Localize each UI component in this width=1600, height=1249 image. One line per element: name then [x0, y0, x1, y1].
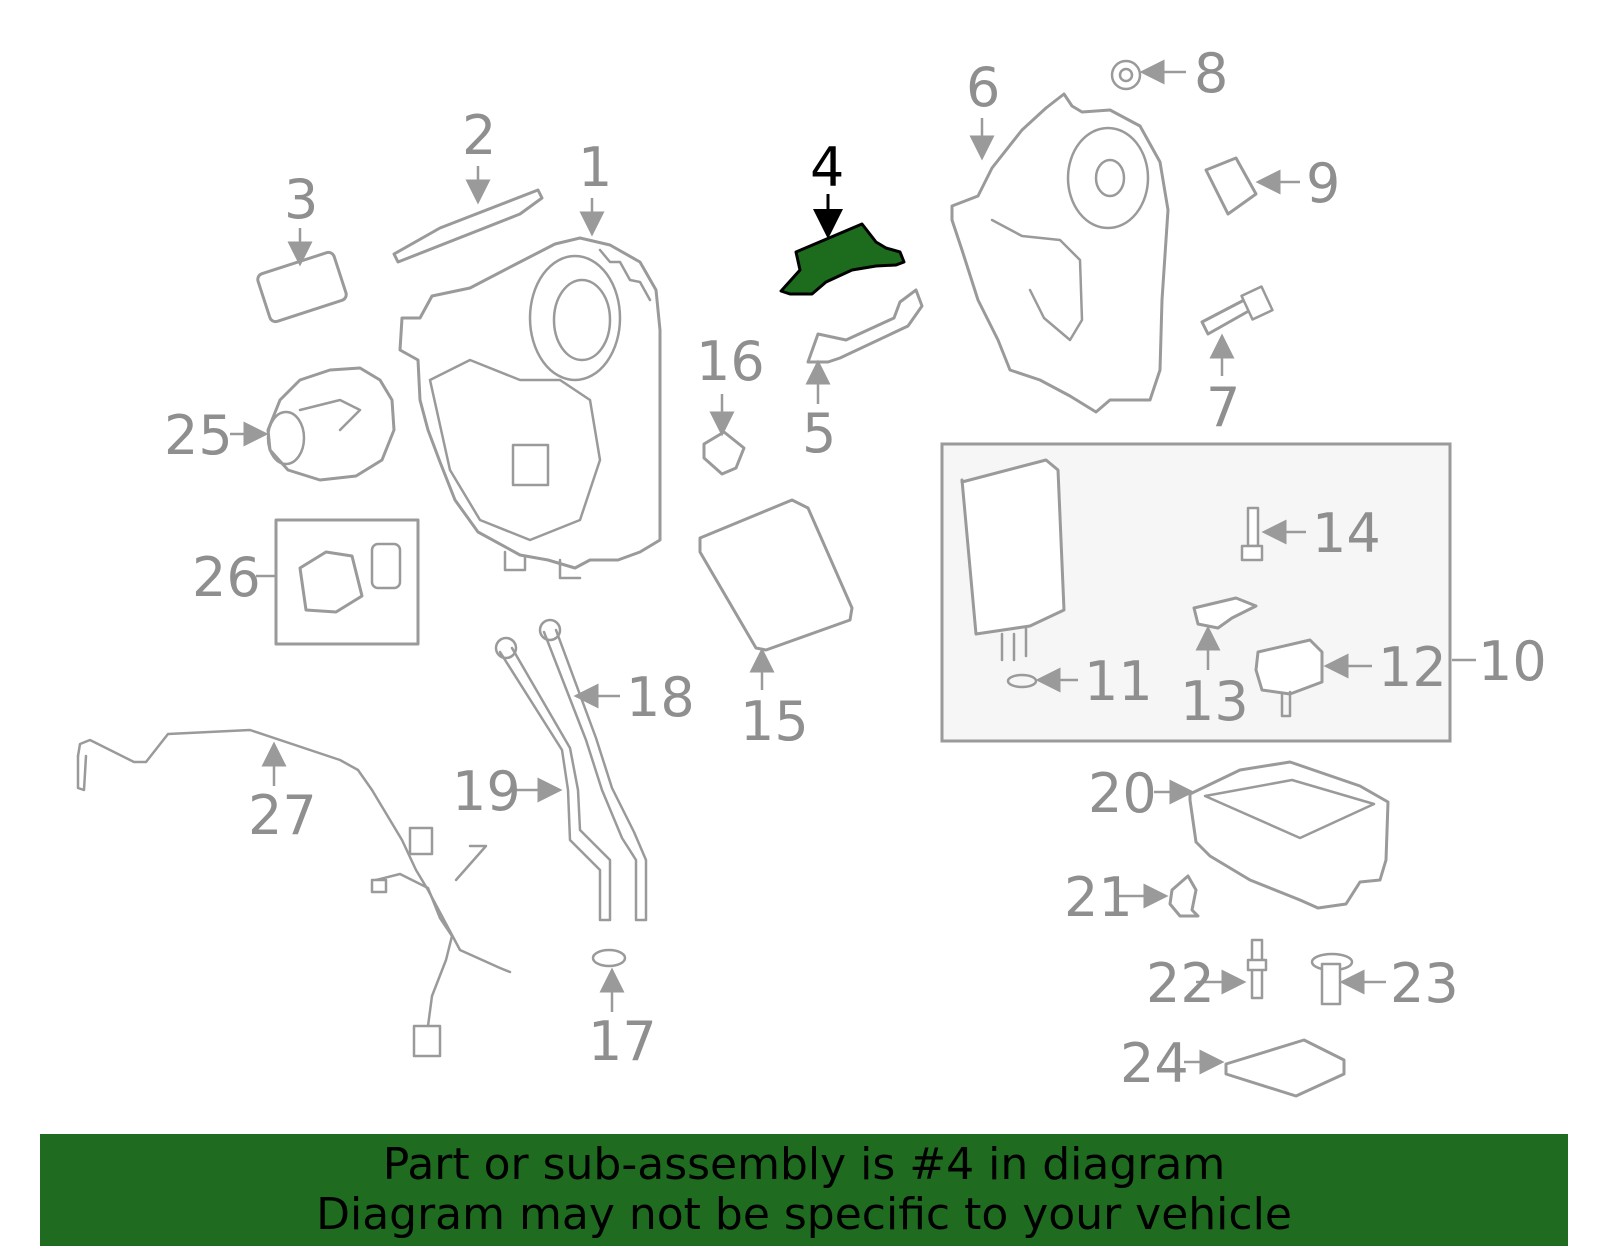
callout-12[interactable]: 12: [1378, 636, 1447, 699]
callout-25[interactable]: 25: [164, 404, 233, 467]
part-14-screw[interactable]: [1240, 506, 1264, 562]
part-20-case[interactable]: [1188, 760, 1390, 910]
part-1-housing[interactable]: [398, 236, 662, 580]
part-18-19-heater-pipes[interactable]: [494, 618, 648, 922]
part-16-cap[interactable]: [702, 430, 746, 476]
callout-20[interactable]: 20: [1088, 762, 1157, 825]
callout-21[interactable]: 21: [1064, 866, 1133, 929]
callout-26[interactable]: 26: [192, 546, 261, 609]
part-17-oring[interactable]: [591, 948, 627, 968]
callout-23[interactable]: 23: [1390, 952, 1459, 1015]
callout-27[interactable]: 27: [248, 784, 317, 847]
part-15-evaporator[interactable]: [698, 498, 854, 652]
callout-24[interactable]: 24: [1120, 1032, 1189, 1095]
part-9-clip[interactable]: [1204, 156, 1258, 216]
callout-22[interactable]: 22: [1146, 952, 1215, 1015]
part-2-filter-strip[interactable]: [392, 188, 544, 264]
callout-6[interactable]: 6: [966, 56, 1000, 119]
callout-16[interactable]: 16: [696, 330, 765, 393]
part-6-blower-housing[interactable]: [950, 92, 1170, 414]
part-8-nut[interactable]: [1110, 59, 1142, 91]
callout-18[interactable]: 18: [626, 666, 695, 729]
callout-2[interactable]: 2: [462, 104, 496, 167]
part-5-bracket[interactable]: [806, 288, 924, 364]
callout-19[interactable]: 19: [452, 760, 521, 823]
callout-9[interactable]: 9: [1306, 152, 1340, 215]
part-25-blower-motor[interactable]: [266, 366, 396, 482]
callout-15[interactable]: 15: [740, 690, 809, 753]
part-7-bolt[interactable]: [1200, 285, 1274, 336]
info-banner: Part or sub-assembly is #4 in diagram Di…: [40, 1134, 1568, 1246]
banner-line-1: Part or sub-assembly is #4 in diagram: [382, 1139, 1226, 1190]
callout-17[interactable]: 17: [588, 1010, 657, 1073]
callout-1[interactable]: 1: [578, 136, 612, 199]
part-26-resistor[interactable]: [298, 542, 402, 614]
part-22-pin[interactable]: [1246, 938, 1268, 1000]
part-21-clip[interactable]: [1168, 874, 1200, 918]
leader-lines: [230, 59, 1476, 1075]
callout-4[interactable]: 4: [810, 136, 844, 199]
part-24-pad[interactable]: [1224, 1038, 1346, 1098]
banner-line-2: Diagram may not be specific to your vehi…: [316, 1189, 1292, 1240]
part-23-bolt[interactable]: [1310, 952, 1354, 1006]
callout-10[interactable]: 10: [1478, 630, 1547, 693]
callout-14[interactable]: 14: [1312, 502, 1381, 565]
part-10-expansion-valve[interactable]: [960, 458, 1066, 636]
part-27-wiring-harness[interactable]: [76, 728, 512, 1058]
part-12-sensor[interactable]: [1254, 638, 1324, 696]
callout-8[interactable]: 8: [1194, 42, 1228, 105]
callout-11[interactable]: 11: [1084, 650, 1153, 713]
callout-13[interactable]: 13: [1180, 670, 1249, 733]
part-4-bracket-highlighted[interactable]: [779, 222, 906, 296]
part-3-seal[interactable]: [256, 250, 348, 324]
callout-7[interactable]: 7: [1206, 376, 1240, 439]
part-13-clip[interactable]: [1192, 596, 1258, 630]
callouts: 1 2 3 4 5 6 7 8 9 10 11 12 13 14 15 16 1…: [164, 42, 1547, 1095]
callout-3[interactable]: 3: [284, 168, 318, 231]
callout-5[interactable]: 5: [802, 402, 836, 465]
